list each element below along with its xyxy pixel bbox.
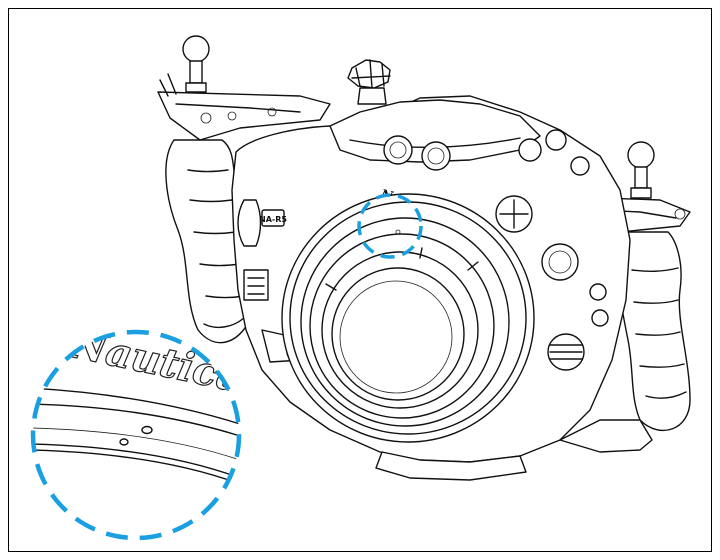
svg-text:NA-R5: NA-R5: [259, 215, 287, 224]
left-handle: [157, 35, 331, 344]
lens-port: [281, 193, 535, 443]
side-dial-icon: [541, 243, 579, 281]
dial-right-icon: [421, 141, 451, 171]
magnifier-ring: [30, 329, 242, 541]
left-ball-mount-icon: [182, 35, 210, 63]
magnified-inset: Nautica: [30, 329, 242, 541]
dial-left-icon: [383, 135, 413, 165]
right-ball-mount-icon: [627, 141, 655, 169]
highlight-circle: [357, 193, 423, 259]
model-badge: [261, 209, 285, 227]
